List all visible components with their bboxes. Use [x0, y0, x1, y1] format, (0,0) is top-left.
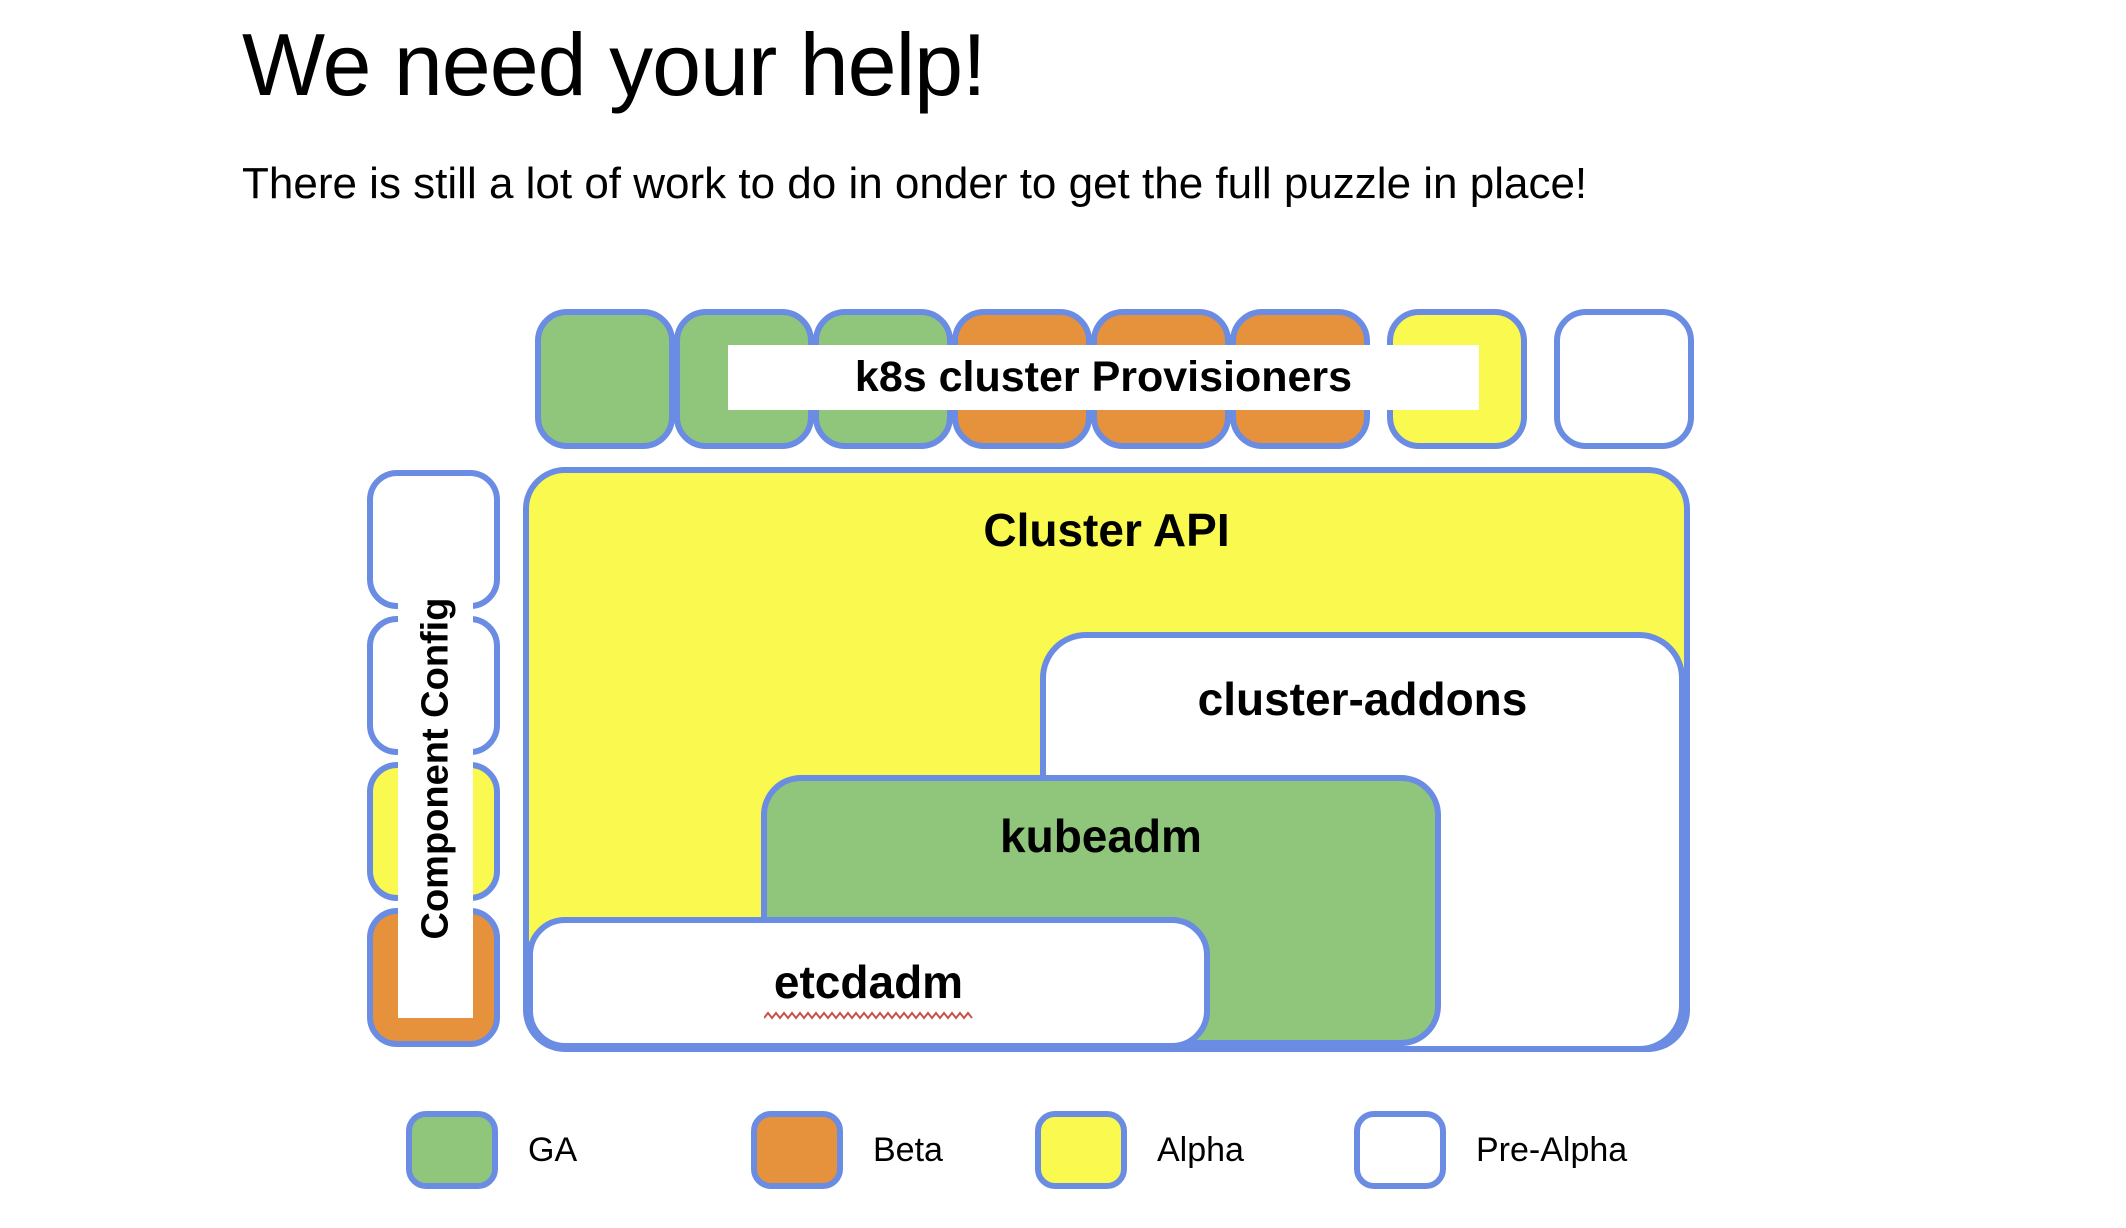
subtitle: There is still a lot of work to do in on…	[242, 159, 1588, 208]
legend-swatch-beta	[751, 1111, 843, 1189]
legend-item-ga: GA	[406, 1108, 577, 1192]
page-title: We need your help!	[242, 15, 987, 114]
component-config-label: Component Config	[414, 597, 456, 939]
legend-label: Alpha	[1157, 1130, 1244, 1169]
provisioner-square-ga	[535, 309, 675, 449]
cluster-addons-label: cluster-addons	[1197, 673, 1528, 725]
etcdadm-label: etcdadm	[773, 956, 964, 1008]
legend: GA Beta Alpha Pre-Alpha	[0, 1108, 2126, 1198]
component-config-label-box: Component Config	[398, 518, 473, 1018]
legend-item-alpha: Alpha	[1035, 1108, 1244, 1192]
legend-item-pre-alpha: Pre-Alpha	[1354, 1108, 1627, 1192]
kubeadm-label: kubeadm	[1000, 810, 1202, 862]
provisioner-square-pre-alpha	[1554, 309, 1694, 449]
legend-swatch-pre-alpha	[1354, 1111, 1446, 1189]
cluster-api-label: Cluster API	[983, 504, 1230, 556]
legend-item-beta: Beta	[751, 1108, 943, 1192]
legend-label: Pre-Alpha	[1476, 1130, 1628, 1169]
etcdadm-box: etcdadm	[527, 917, 1210, 1049]
legend-label: Beta	[873, 1130, 943, 1169]
legend-swatch-ga	[406, 1111, 498, 1189]
legend-label: GA	[528, 1130, 578, 1169]
provisioners-label: k8s cluster Provisioners	[728, 345, 1479, 410]
spellcheck-squiggle-underline	[763, 1010, 973, 1020]
legend-swatch-alpha	[1035, 1111, 1127, 1189]
